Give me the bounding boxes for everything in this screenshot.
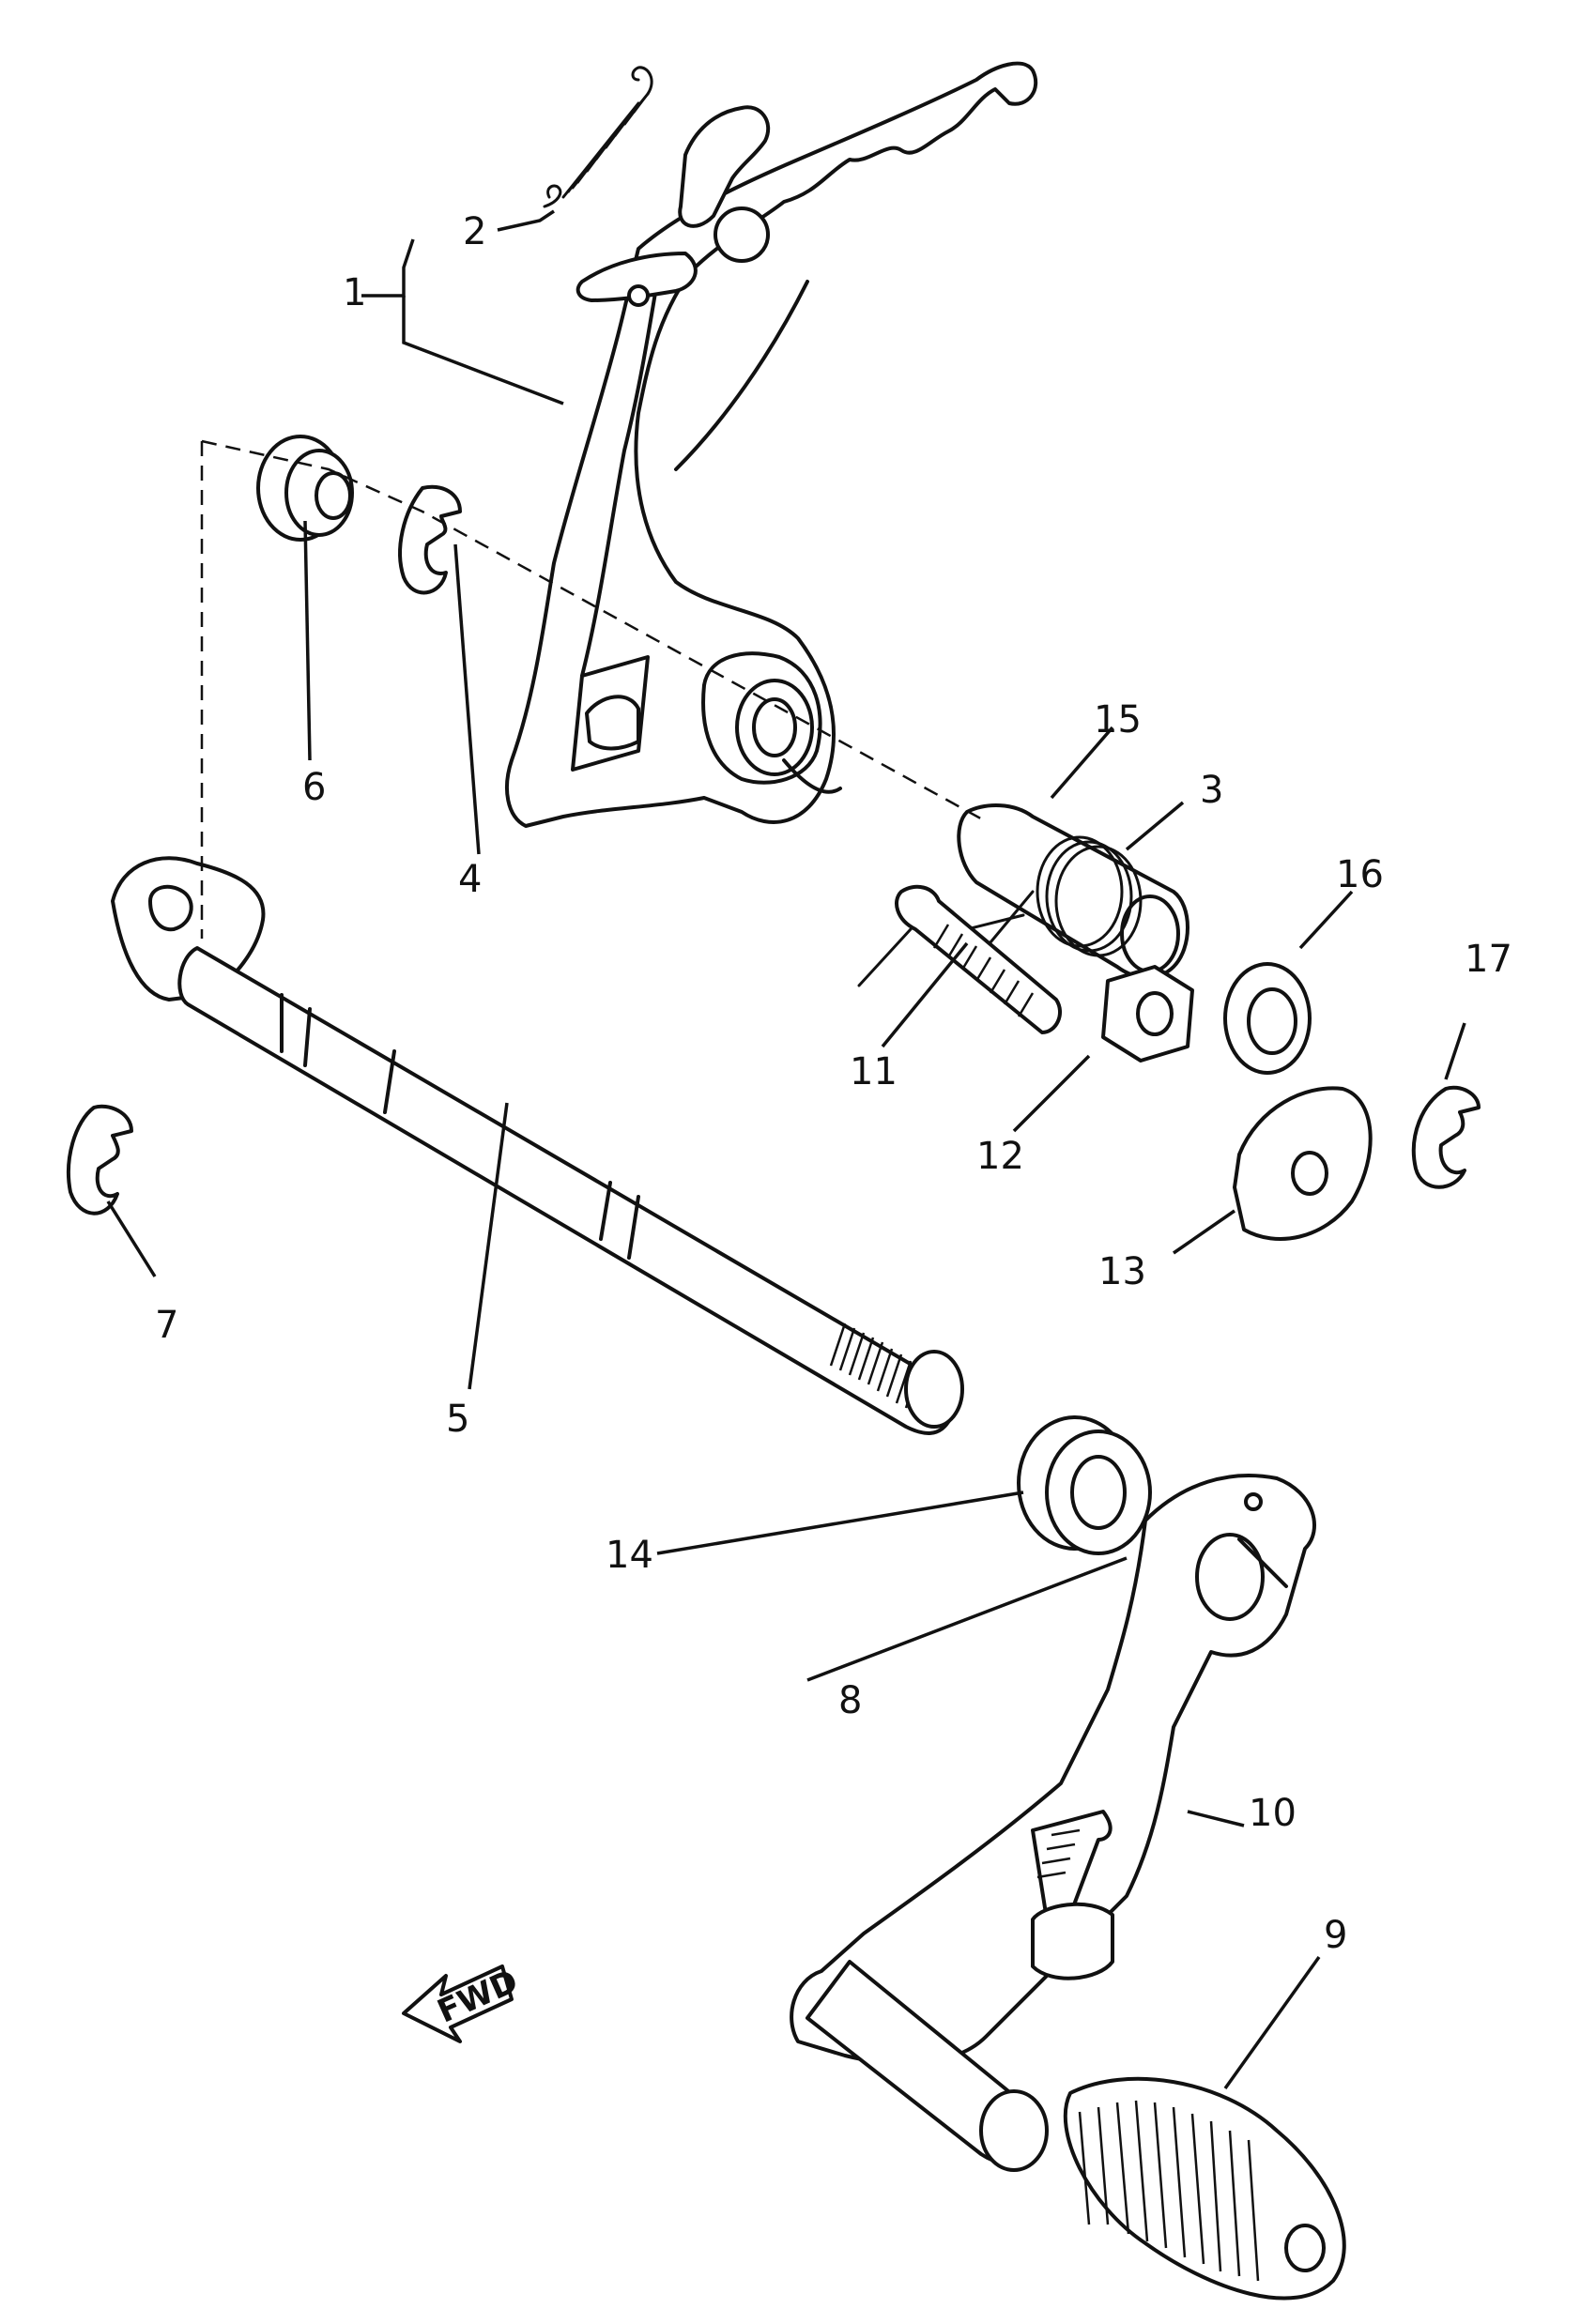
callout-2: 2	[463, 210, 486, 253]
callout-9: 9	[1324, 1914, 1347, 1957]
callout-17: 17	[1465, 938, 1512, 981]
bushing-part-6	[256, 435, 354, 542]
callout-1: 1	[343, 271, 366, 314]
fwd-label: FWD	[432, 1963, 524, 2031]
shift-shaft-part-5	[111, 856, 964, 1435]
alignment-line-1	[201, 439, 987, 823]
shift-arm-part-1	[505, 61, 1038, 828]
callout-12: 12	[976, 1135, 1024, 1178]
spacer-part-14	[1017, 1415, 1152, 1555]
callout-6: 6	[302, 766, 326, 809]
spring-part-2	[543, 66, 653, 208]
callout-16: 16	[1336, 853, 1384, 896]
nut-part-12	[1101, 965, 1194, 1063]
callout-10: 10	[1249, 1792, 1297, 1835]
bolt-part-11	[857, 884, 1062, 1034]
callout-11: 11	[850, 1050, 898, 1093]
washer-part-16	[1223, 962, 1312, 1075]
callout-14: 14	[606, 1534, 653, 1577]
callout-4: 4	[458, 858, 482, 901]
callout-3: 3	[1200, 769, 1223, 812]
callout-numbers: 1 2 3 4 5 6 7 8 9 10 11 12 13 14 15 16 1…	[155, 210, 1512, 1957]
callout-5: 5	[446, 1398, 469, 1441]
shift-pedal-part-8	[790, 1474, 1316, 2172]
leader-lines	[106, 209, 1466, 2090]
callout-13: 13	[1098, 1250, 1146, 1293]
circlip-part-4	[398, 484, 462, 595]
circlip-part-17	[1411, 1085, 1481, 1189]
pedal-rubber-part-9	[1063, 2076, 1346, 2301]
callout-7: 7	[155, 1304, 178, 1347]
circlip-part-7	[67, 1104, 133, 1216]
callout-15: 15	[1094, 698, 1142, 742]
stopper-plate-part-13	[1233, 1086, 1373, 1241]
bolt-part-10	[1031, 1810, 1114, 1980]
callout-8: 8	[838, 1679, 862, 1722]
fwd-direction-arrow: FWD	[402, 1963, 524, 2043]
